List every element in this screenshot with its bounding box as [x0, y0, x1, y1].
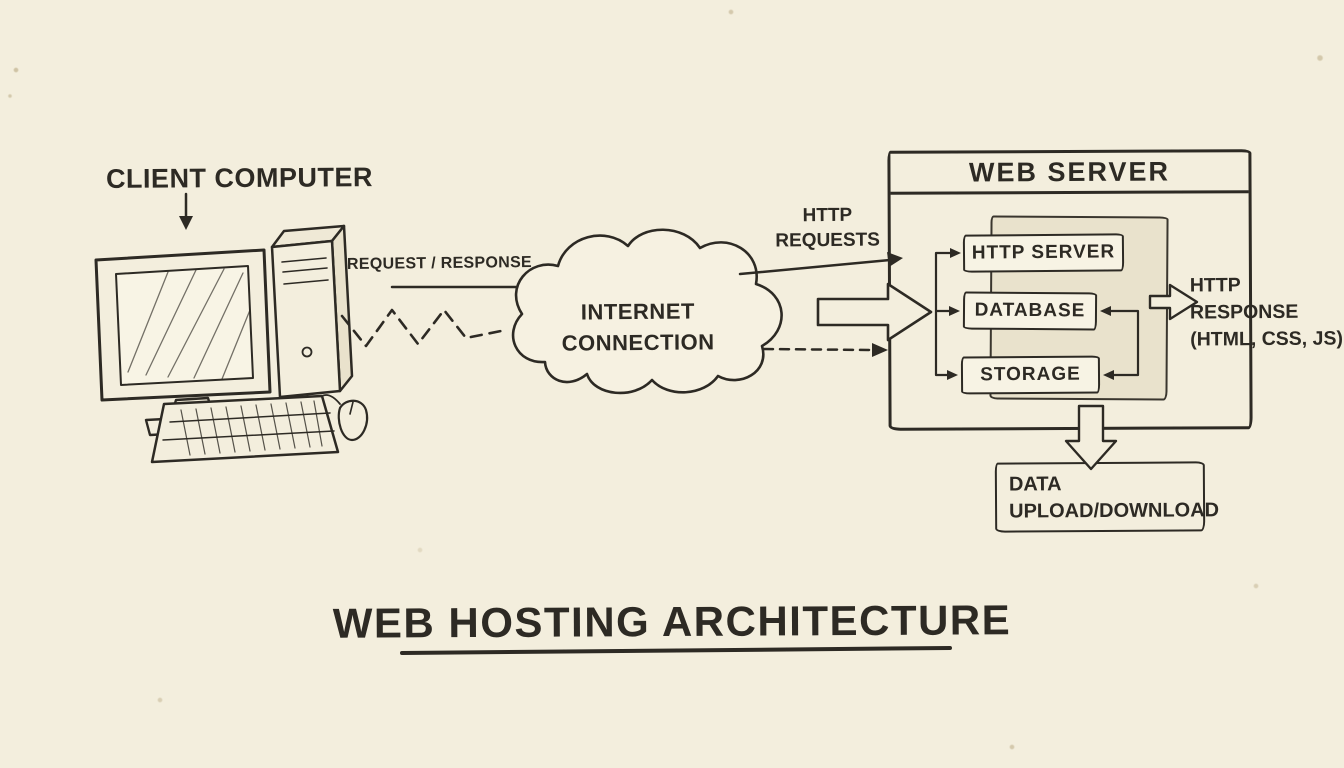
web-server-title: WEB SERVER [890, 152, 1249, 195]
http-requests-arrow-icon [738, 252, 903, 276]
http-response-line1: HTTP RESPONSE [1189, 274, 1299, 324]
http-response-label: HTTP RESPONSE (HTML, CSS, JS) [1190, 271, 1344, 353]
title-underline-icon [400, 646, 952, 655]
database-box: DATABASE [962, 291, 1098, 331]
data-box-line1: DATA [1008, 473, 1062, 496]
monitor-icon [94, 248, 272, 437]
keyboard-icon [150, 394, 340, 464]
http-requests-line1: HTTP [802, 204, 853, 227]
data-upload-download-box: DATA UPLOAD/DOWNLOAD [994, 461, 1220, 533]
mouse-icon [321, 394, 369, 442]
http-requests-line2: REQUESTS [775, 229, 880, 252]
zigzag-link-icon [340, 308, 508, 348]
storage-box: STORAGE [960, 355, 1101, 395]
computer-tower-icon [270, 224, 354, 399]
http-response-line2: (HTML, CSS, JS) [1190, 327, 1344, 351]
http-requests-label: HTTP REQUESTS [770, 202, 885, 253]
internet-connection-label: INTERNET CONNECTION [548, 295, 729, 359]
client-label-arrow-icon [179, 192, 193, 230]
client-computer-label: CLIENT COMPUTER [105, 162, 374, 194]
data-box-line2: UPLOAD/DOWNLOAD [1009, 499, 1220, 523]
dashed-link-arrow-icon [762, 343, 888, 357]
request-response-arrow-icon [390, 280, 535, 294]
client-computer-icon [94, 224, 369, 464]
http-server-box: HTTP SERVER [962, 233, 1125, 273]
internet-connection-line1: INTERNET [580, 298, 695, 325]
internet-connection-line2: CONNECTION [561, 329, 715, 356]
request-response-label: REQUEST / RESPONSE [346, 254, 533, 273]
page-title: WEB HOSTING ARCHITECTURE [332, 596, 1012, 647]
